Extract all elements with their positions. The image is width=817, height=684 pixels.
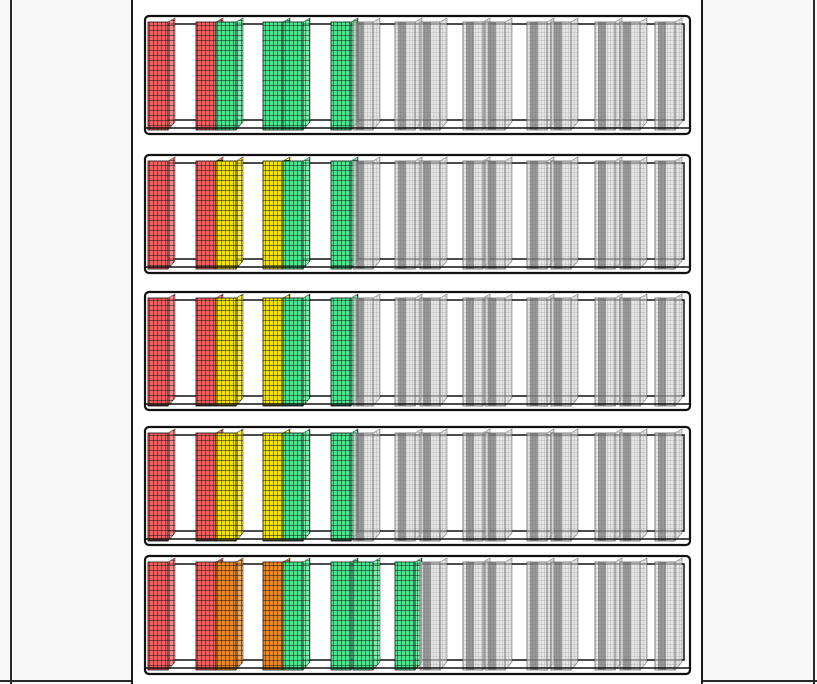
disk-column-idle[interactable] — [595, 157, 622, 269]
disk-column-failed[interactable] — [148, 18, 175, 130]
rack-shelf — [145, 556, 690, 674]
disk-column-idle[interactable] — [527, 429, 554, 541]
disk-column-healthy[interactable] — [283, 558, 310, 670]
disk-column-degraded[interactable] — [216, 558, 243, 670]
disk-column-idle[interactable] — [353, 429, 380, 541]
disk-column-healthy[interactable] — [283, 18, 310, 130]
disk-column-idle[interactable] — [551, 18, 578, 130]
rack-panel — [131, 0, 703, 684]
rack-shelf — [145, 427, 690, 545]
disk-column-idle[interactable] — [353, 157, 380, 269]
disk-column-warning[interactable] — [216, 429, 243, 541]
disk-column-idle[interactable] — [655, 429, 682, 541]
disk-column-idle[interactable] — [527, 18, 554, 130]
disk-column-idle[interactable] — [395, 18, 422, 130]
shelves-layer — [145, 16, 690, 674]
disk-column-idle[interactable] — [595, 429, 622, 541]
rack-shelf — [145, 292, 690, 410]
disk-column-idle[interactable] — [595, 18, 622, 130]
disk-column-idle[interactable] — [485, 157, 512, 269]
disk-column-idle[interactable] — [485, 18, 512, 130]
disk-column-healthy[interactable] — [353, 558, 380, 670]
disk-column-idle[interactable] — [527, 157, 554, 269]
disk-column-idle[interactable] — [485, 294, 512, 406]
rack-visualization — [133, 0, 701, 684]
disk-column-idle[interactable] — [620, 294, 647, 406]
disk-column-failed[interactable] — [148, 294, 175, 406]
disk-column-healthy[interactable] — [395, 558, 422, 670]
disk-column-idle[interactable] — [655, 157, 682, 269]
rack-shelf — [145, 16, 690, 134]
disk-column-idle[interactable] — [595, 294, 622, 406]
disk-column-healthy[interactable] — [283, 429, 310, 541]
disk-column-idle[interactable] — [527, 294, 554, 406]
disk-column-idle[interactable] — [395, 157, 422, 269]
disk-column-idle[interactable] — [655, 294, 682, 406]
disk-column-idle[interactable] — [485, 558, 512, 670]
disk-column-idle[interactable] — [420, 558, 447, 670]
disk-column-idle[interactable] — [620, 558, 647, 670]
disk-column-failed[interactable] — [148, 157, 175, 269]
disk-column-warning[interactable] — [216, 157, 243, 269]
disk-column-idle[interactable] — [620, 157, 647, 269]
disk-column-idle[interactable] — [655, 558, 682, 670]
disk-column-idle[interactable] — [595, 558, 622, 670]
disk-column-idle[interactable] — [551, 294, 578, 406]
disk-column-idle[interactable] — [551, 429, 578, 541]
disk-column-idle[interactable] — [551, 157, 578, 269]
right-border-line — [813, 0, 815, 684]
disk-column-idle[interactable] — [420, 18, 447, 130]
disk-column-idle[interactable] — [527, 558, 554, 670]
disk-column-idle[interactable] — [395, 294, 422, 406]
disk-column-idle[interactable] — [620, 18, 647, 130]
disk-column-failed[interactable] — [148, 429, 175, 541]
disk-column-idle[interactable] — [353, 18, 380, 130]
disk-column-idle[interactable] — [420, 429, 447, 541]
disk-column-idle[interactable] — [395, 429, 422, 541]
disk-column-healthy[interactable] — [216, 18, 243, 130]
left-border-line — [10, 0, 12, 684]
disk-column-idle[interactable] — [655, 18, 682, 130]
disk-column-idle[interactable] — [620, 429, 647, 541]
disk-column-idle[interactable] — [551, 558, 578, 670]
disk-column-idle[interactable] — [420, 157, 447, 269]
rack-shelf — [145, 155, 690, 273]
disk-column-warning[interactable] — [216, 294, 243, 406]
disk-column-idle[interactable] — [353, 294, 380, 406]
disk-column-idle[interactable] — [485, 429, 512, 541]
disk-column-healthy[interactable] — [283, 157, 310, 269]
disk-column-idle[interactable] — [420, 294, 447, 406]
disk-column-failed[interactable] — [148, 558, 175, 670]
disk-column-healthy[interactable] — [283, 294, 310, 406]
